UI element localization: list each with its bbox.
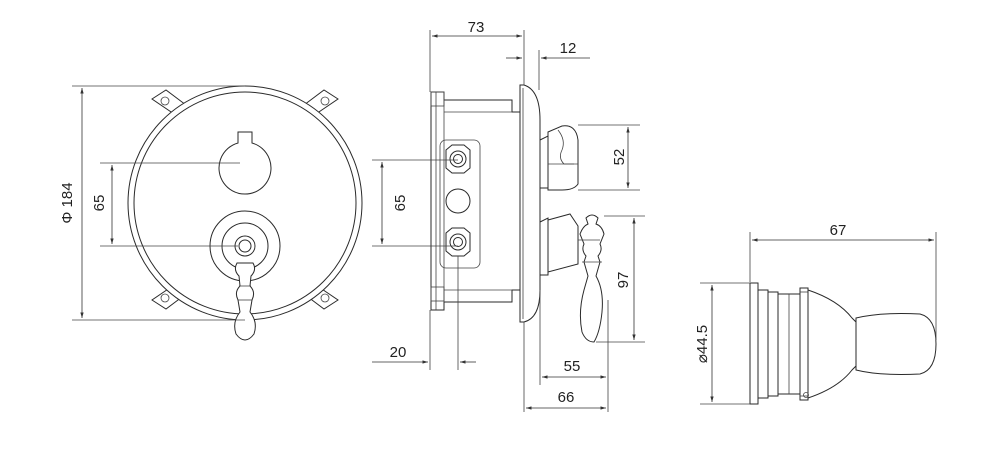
side-depth-label: 73 (468, 19, 485, 36)
knob-height-label: 52 (611, 149, 628, 166)
handle-neck (807, 289, 857, 399)
handle-detail-view: 67 ⌀44.5 (694, 222, 937, 405)
handle-knob (855, 313, 937, 375)
side-plate-label: 12 (560, 40, 577, 57)
side-offset-label: 20 (390, 344, 407, 361)
total-projection-label: 66 (558, 389, 575, 406)
handle-base (749, 282, 759, 405)
keyhole-cutout (218, 131, 272, 195)
lever-projection-label: 55 (564, 358, 581, 375)
front-spacing-label: 65 (91, 195, 108, 212)
side-view: 73 12 65 20 52 97 55 66 (372, 19, 645, 412)
port-upper (445, 144, 471, 174)
side-spacing-label: 65 (392, 195, 409, 212)
lever-handle (234, 262, 256, 341)
front-diameter-label: Φ 184 (59, 182, 76, 223)
side-lever (539, 213, 605, 343)
front-view: Φ 184 65 (59, 85, 363, 341)
lever-height-label: 97 (615, 272, 632, 289)
port-middle (445, 188, 471, 214)
handle-length-label: 67 (830, 222, 847, 239)
side-knob (539, 125, 579, 191)
port-lower (445, 227, 471, 257)
handle-diameter-label: ⌀44.5 (694, 325, 711, 363)
